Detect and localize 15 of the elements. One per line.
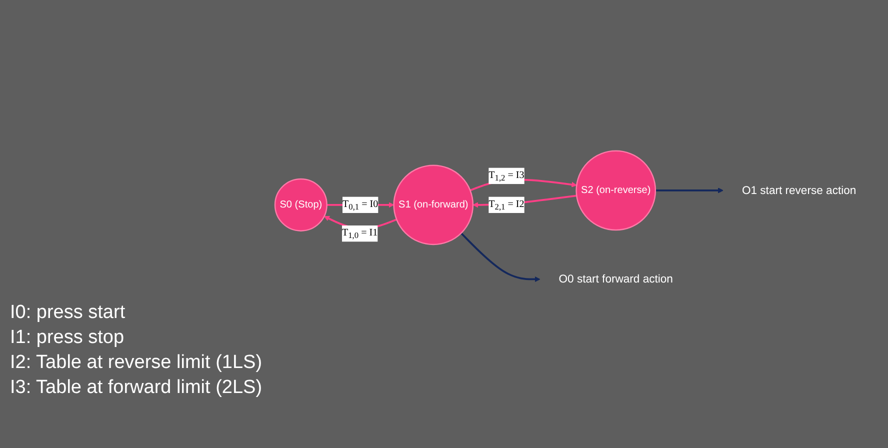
node-text: O0 start forward action (558, 272, 673, 286)
arrow (655, 188, 724, 194)
legend-note: I2: Table at reverse limit (1LS) (10, 351, 262, 375)
legend-note: I3: Table at forward limit (2LS) (10, 376, 262, 400)
edge-label: T$_{1,2}$ = I3 (488, 170, 524, 182)
node-circle: S1 (on-forward) (393, 164, 474, 246)
node-text: O1 start reverse action (742, 184, 856, 196)
node-circle: S0 (Stop) (274, 178, 328, 232)
arrow (460, 232, 540, 282)
edge-label: T$_{1,0}$ = I1 (342, 227, 378, 240)
legend-note: I1: press stop (10, 326, 126, 350)
edge-label: T$_{0,1}$ = I0 (342, 198, 378, 212)
edge-label: T$_{2,1}$ = I2 (488, 198, 524, 212)
node-circle: S2 (on-reverse) (576, 150, 656, 231)
legend-note: I0: press start (10, 301, 126, 325)
